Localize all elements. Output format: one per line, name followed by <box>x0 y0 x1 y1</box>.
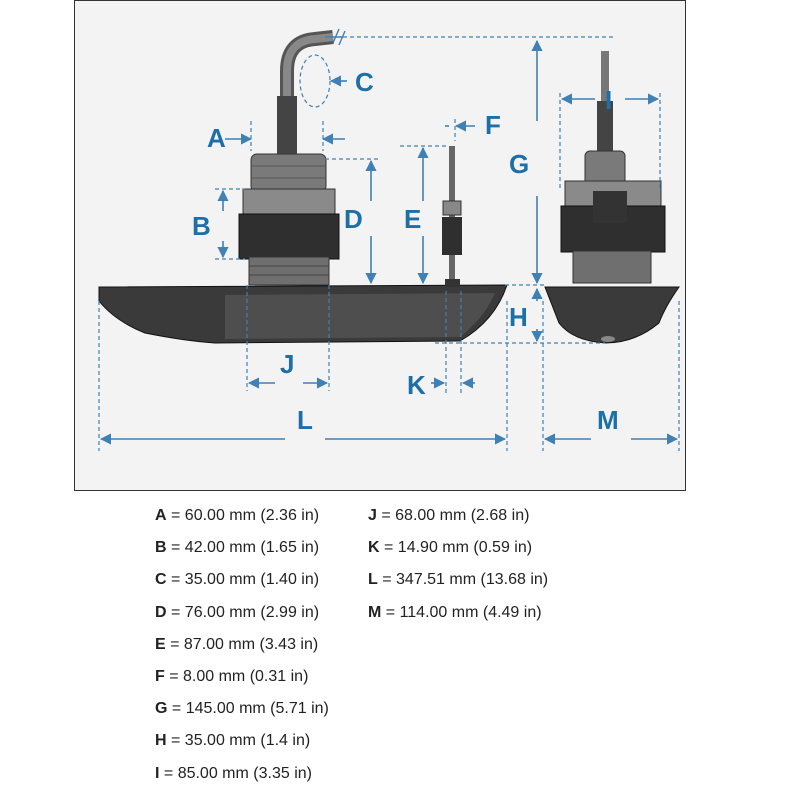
spec-row-g: G = 145.00 mm (5.71 in) <box>155 700 329 718</box>
label-h: H <box>509 302 528 332</box>
label-l: L <box>297 405 313 435</box>
label-m: M <box>597 405 619 435</box>
label-i: I <box>605 85 612 115</box>
dimension-diagram: A B C D E F G H I J K L M <box>74 0 686 491</box>
dimension-list-left: A = 60.00 mm (2.36 in) B = 42.00 mm (1.6… <box>155 500 329 790</box>
label-j: J <box>280 349 294 379</box>
dimension-labels: A B C D E F G H I J K L M <box>192 67 619 435</box>
spec-row-m: M = 114.00 mm (4.49 in) <box>368 603 542 621</box>
transducer-drawing: A B C D E F G H I J K L M <box>98 28 680 451</box>
label-e: E <box>404 204 421 234</box>
label-k: K <box>407 370 426 400</box>
spec-row-i: I = 85.00 mm (3.35 in) <box>155 764 312 782</box>
spec-row-e: E = 87.00 mm (3.43 in) <box>155 635 319 653</box>
label-d: D <box>344 204 363 234</box>
spec-row-d: D = 76.00 mm (2.99 in) <box>155 603 320 621</box>
spec-row-a: A = 60.00 mm (2.36 in) <box>155 507 320 524</box>
label-c: C <box>355 67 374 97</box>
end-view-transducer <box>544 51 680 344</box>
spec-row-h: H = 35.00 mm (1.4 in) <box>155 732 311 750</box>
label-b: B <box>192 211 211 241</box>
spec-row-l: L = 347.51 mm (13.68 in) <box>368 571 549 589</box>
label-a: A <box>207 123 226 153</box>
label-f: F <box>485 110 501 140</box>
side-view-transducer <box>98 30 508 344</box>
spec-row-k: K = 14.90 mm (0.59 in) <box>368 539 533 557</box>
spec-row-j: J = 68.00 mm (2.68 in) <box>368 507 530 524</box>
dimension-list-right: J = 68.00 mm (2.68 in) K = 14.90 mm (0.5… <box>368 500 548 629</box>
spec-row-f: F = 8.00 mm (0.31 in) <box>155 667 309 685</box>
spec-row-c: C = 35.00 mm (1.40 in) <box>155 571 320 589</box>
dimension-lines <box>98 28 680 451</box>
label-g: G <box>509 149 529 179</box>
spec-row-b: B = 42.00 mm (1.65 in) <box>155 539 320 557</box>
